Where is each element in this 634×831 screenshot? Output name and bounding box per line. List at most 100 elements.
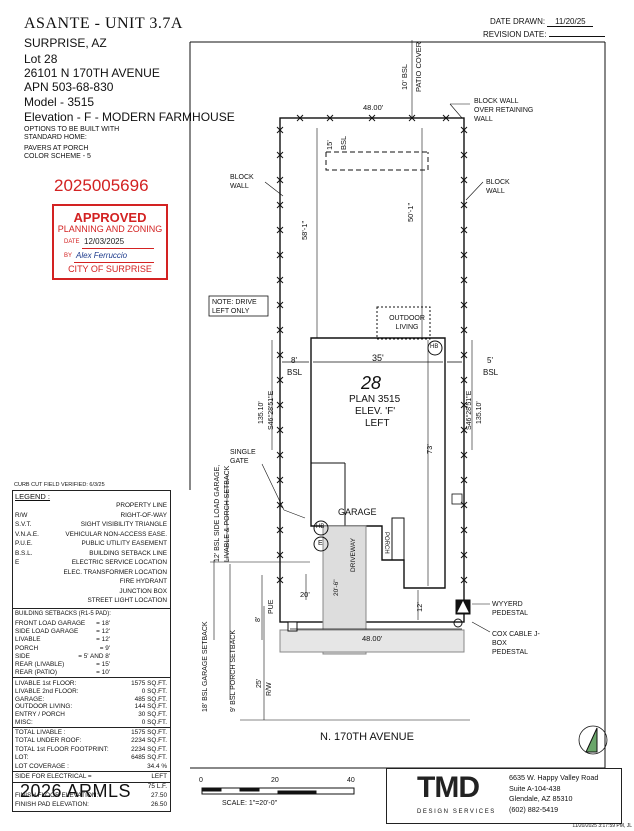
bearing-left: S46°28'51"E bbox=[268, 390, 275, 430]
cable-row: 75 L.F. bbox=[147, 783, 167, 790]
options-note: OPTIONS TO BE BUILT WITH STANDARD HOME: bbox=[24, 126, 120, 141]
rear-bsl: 15' bbox=[325, 140, 334, 150]
legend-row: ELEC. TRANSFORMER LOCATION bbox=[63, 568, 167, 576]
setback-row: SIDE= 5' AND 8' bbox=[15, 652, 110, 660]
bearing-right: S46°28'51"E bbox=[466, 390, 473, 430]
elevation-value: F - MODERN FARMHOUSE bbox=[84, 110, 235, 124]
lot-number-big: 28 bbox=[361, 373, 382, 393]
fence-mark bbox=[276, 526, 284, 534]
fence-mark bbox=[460, 126, 468, 134]
ff-value: 27.50 bbox=[151, 792, 167, 799]
side-right: 5' bbox=[487, 356, 493, 365]
legend-row: S.V.T.SIGHT VISIBILITY TRIANGLE bbox=[15, 521, 167, 528]
block-wall-right: BLOCK WALL bbox=[486, 179, 510, 195]
fence-mark bbox=[460, 501, 468, 509]
curb-cut-note: CURB CUT FIELD VERIFIED: 6/3/25 bbox=[14, 482, 105, 488]
fence-mark bbox=[276, 401, 284, 409]
fence-mark bbox=[460, 276, 468, 284]
driveway-label: DRIVEWAY bbox=[350, 538, 357, 572]
total-row: TOTAL UNDER ROOF:2234 SQ.FT. bbox=[15, 737, 167, 745]
front-20: 20' bbox=[300, 590, 310, 599]
electrical-value: LEFT bbox=[151, 773, 167, 780]
legend-row: JUNCTION BOX bbox=[119, 587, 167, 595]
fence-mark bbox=[460, 351, 468, 359]
paver-note: PAVERS AT PORCH bbox=[24, 145, 89, 152]
fence-mark bbox=[276, 176, 284, 184]
fence-mark bbox=[276, 151, 284, 159]
drive-width: 20'-6" bbox=[333, 579, 340, 596]
legend-row: PROPERTY LINE bbox=[116, 502, 167, 509]
city-label: SURPRISE, AZ bbox=[24, 36, 107, 50]
company-address: 6635 W. Happy Valley Road Suite A-104-43… bbox=[509, 773, 599, 814]
fence-mark bbox=[296, 114, 304, 122]
fence-mark bbox=[460, 401, 468, 409]
outdoor-living-label: OUTDOOR LIVING bbox=[389, 315, 425, 331]
scale-label: SCALE: 1"=20'-0" bbox=[222, 800, 278, 807]
fence-mark bbox=[276, 226, 284, 234]
width-top: 48.00' bbox=[363, 103, 384, 112]
scale-tick-40: 40 bbox=[347, 777, 355, 784]
house-depth: 73' bbox=[425, 444, 434, 454]
cox-pedestal: COX CABLE J-BOX PEDESTAL bbox=[492, 631, 540, 656]
fence-mark bbox=[460, 301, 468, 309]
scale-tick-0: 0 bbox=[199, 777, 203, 784]
fence-mark bbox=[368, 114, 376, 122]
legend-row: V.N.A.E.VEHICULAR NON-ACCESS EASE. bbox=[15, 530, 167, 538]
fence-mark bbox=[460, 151, 468, 159]
fp-value: 26.50 bbox=[151, 801, 167, 808]
apn-value: 503-68-830 bbox=[52, 80, 114, 94]
revision-value bbox=[548, 36, 605, 37]
fence-mark bbox=[276, 251, 284, 259]
rear-bsl-label: BSL bbox=[339, 135, 348, 150]
fence-mark bbox=[276, 576, 284, 584]
scale-tick-20: 20 bbox=[271, 777, 279, 784]
fence-mark bbox=[460, 451, 468, 459]
legend-row: B.S.L.BUILDING SETBACK LINE bbox=[15, 549, 167, 557]
fence-mark bbox=[276, 551, 284, 559]
date-drawn-value: 11/20/25 bbox=[547, 17, 594, 27]
fence-mark bbox=[460, 326, 468, 334]
electrical-row: SIDE FOR ELECTRICAL =LEFT bbox=[15, 773, 167, 780]
fence-mark bbox=[460, 176, 468, 184]
fence-mark bbox=[276, 351, 284, 359]
fence-mark bbox=[276, 201, 284, 209]
fence-mark bbox=[442, 114, 450, 122]
ff-row: FINISH FLOOR ELEVATION:27.50 bbox=[15, 792, 167, 799]
front-12: 12' bbox=[415, 602, 424, 612]
house-width: 35' bbox=[372, 353, 384, 363]
side-left-bsl: BSL bbox=[287, 368, 303, 377]
depth-left: 58'-1" bbox=[300, 220, 309, 240]
cable-value: 75 bbox=[147, 783, 155, 790]
stamp-date: 12/03/2025 bbox=[84, 237, 125, 246]
fence-mark bbox=[460, 426, 468, 434]
fp-row: FINISH PAD ELEVATION:26.50 bbox=[15, 801, 167, 808]
fence-mark bbox=[276, 476, 284, 484]
area-row: OUTDOOR LIVING:144 SQ.FT. bbox=[15, 703, 167, 711]
fence-mark bbox=[276, 426, 284, 434]
lot-depth-right: 135.10' bbox=[476, 401, 483, 424]
hose-bib-1: HB bbox=[430, 344, 439, 350]
width-bottom: 48.00' bbox=[362, 634, 383, 643]
company-logo: TMD bbox=[417, 771, 480, 804]
street-name: N. 170TH AVENUE bbox=[320, 731, 414, 743]
fence-mark bbox=[276, 276, 284, 284]
setback-row: SIDE LOAD GARAGE= 12' bbox=[15, 628, 110, 636]
hose-bib-2: HB bbox=[316, 524, 325, 530]
single-gate: SINGLE GATE bbox=[230, 449, 256, 465]
pue-8: 8' bbox=[255, 616, 262, 622]
fence-mark bbox=[460, 576, 468, 584]
setback-row: FRONT LOAD GARAGE= 18' bbox=[15, 620, 110, 627]
fence-mark bbox=[460, 201, 468, 209]
fence-mark bbox=[326, 114, 334, 122]
legend-row: P.U.E.PUBLIC UTILITY EASEMENT bbox=[15, 540, 167, 547]
pue-label: PUE bbox=[268, 599, 275, 614]
approved-stamp: APPROVED PLANNING AND ZONING DATE 12/03/… bbox=[52, 204, 168, 280]
fence-mark bbox=[276, 451, 284, 459]
total-row: TOTAL LIVABLE :1575 SQ.FT. bbox=[15, 729, 167, 736]
lot-line: Lot 28 bbox=[24, 52, 58, 66]
revision-date: REVISION DATE: bbox=[483, 30, 608, 39]
print-timestamp: 11/20/2025 3:17:59 PM, JL bbox=[572, 823, 632, 829]
